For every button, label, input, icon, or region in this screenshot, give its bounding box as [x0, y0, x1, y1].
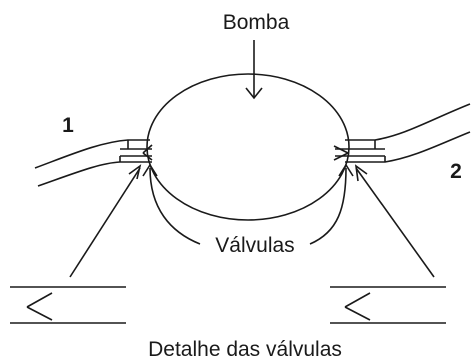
outlet-label: 2: [450, 160, 462, 183]
valves-label: Válvulas: [215, 234, 294, 257]
pump-label: Bomba: [223, 11, 290, 34]
inlet-valve-flap: [142, 144, 153, 161]
inlet-pipe: [34, 139, 152, 187]
inlet-label: 1: [62, 114, 74, 137]
valve-detail-left: [10, 286, 126, 324]
detail-arrow-left: [69, 164, 142, 278]
detail-arrow-right: [354, 164, 435, 278]
valve-detail-right: [330, 286, 446, 324]
pump-body: [146, 73, 350, 221]
valves-arrow-left: [142, 163, 201, 245]
valves-arrow-right: [309, 163, 354, 245]
outlet-pipe: [335, 103, 471, 163]
outlet-valve-flap: [333, 145, 349, 161]
detail-caption: Detalhe das válvulas: [148, 338, 342, 360]
pump-label-arrow: [245, 40, 263, 100]
